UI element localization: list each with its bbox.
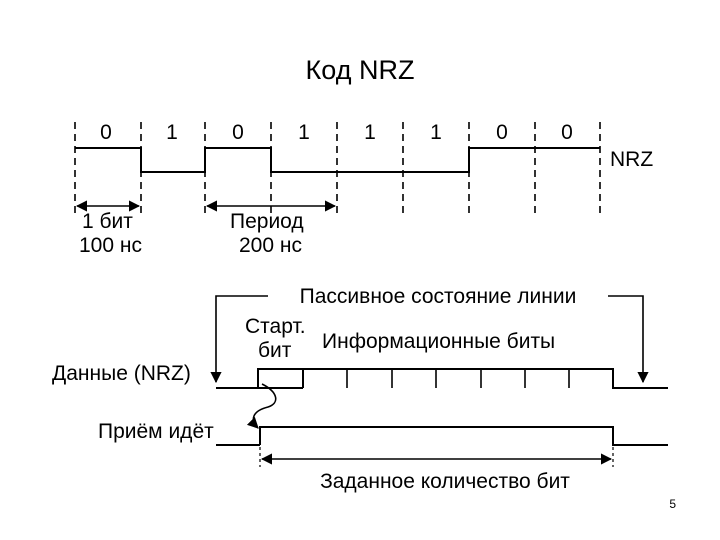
receive-waveform (259, 426, 668, 446)
start-trigger-arrow (246, 383, 277, 429)
idle-state-bracket-right (608, 295, 649, 384)
bit-value-6: 1 (430, 121, 442, 144)
bit-boundary-lines (74, 122, 601, 214)
data-line-label: Данные (NRZ) (52, 362, 191, 385)
receive-line-label: Приём идёт (98, 420, 214, 443)
period-label: Период (230, 210, 304, 233)
data-waveform (216, 368, 668, 389)
uart-frame-diagram: Пассивное состояние линии Старт. бит Инф… (52, 285, 668, 493)
idle-state-bracket-left (210, 295, 268, 384)
period-duration: 200 нс (239, 234, 302, 257)
bit-value-3: 0 (232, 121, 244, 144)
nrz-signal-label: NRZ (610, 148, 653, 171)
bit-value-7: 0 (496, 121, 508, 144)
bit-values: 0 1 0 1 1 1 0 0 (100, 121, 573, 144)
bit-value-4: 1 (298, 121, 310, 144)
start-bit-label-line2: бит (258, 339, 292, 362)
bit-duration: 100 нс (79, 234, 142, 257)
slide-title: Код NRZ (306, 55, 415, 85)
bit-value-1: 0 (100, 121, 112, 144)
idle-state-label: Пассивное состояние линии (300, 285, 577, 308)
nrz-timing-diagram: 0 1 0 1 1 1 0 0 NRZ 1 бит 100 нс Период … (74, 121, 653, 257)
start-bit-label-line1: Старт. (245, 315, 306, 338)
page-number: 5 (669, 497, 676, 511)
data-bits-label: Информационные биты (322, 330, 555, 353)
bit-value-2: 1 (166, 121, 178, 144)
data-bit-ticks (346, 369, 570, 388)
bit-value-8: 0 (561, 121, 573, 144)
bit-label: 1 бит (82, 210, 133, 233)
bit-value-5: 1 (364, 121, 376, 144)
bit-count-label: Заданное количество бит (320, 470, 570, 493)
nrz-waveform (75, 147, 600, 173)
